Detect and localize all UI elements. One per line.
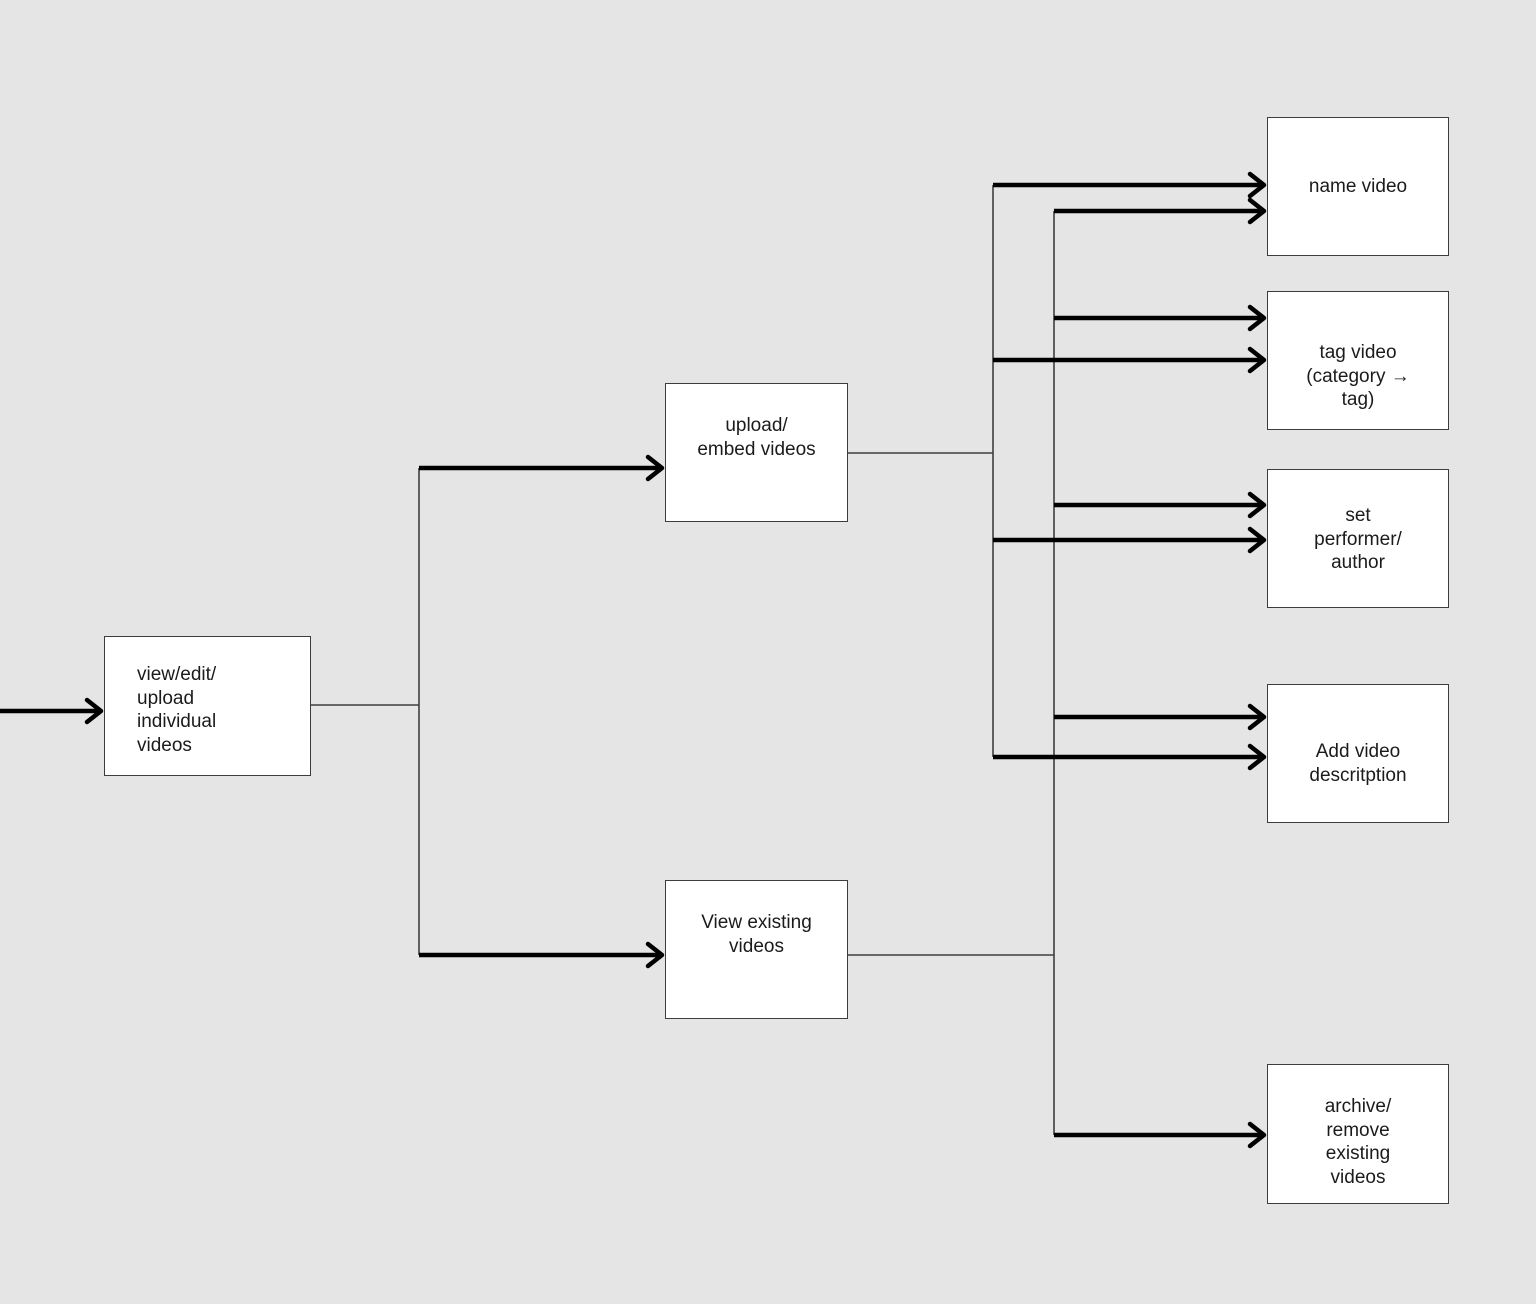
- node-label: View existing videos: [701, 912, 812, 957]
- node-label: view/edit/ upload individual videos: [137, 664, 217, 756]
- node-label: archive/ remove existing videos: [1324, 1096, 1392, 1188]
- node-label: name video: [1308, 175, 1408, 197]
- node-view-existing-videos[interactable]: View existing videos: [665, 880, 848, 1019]
- node-label: Add video descritption: [1309, 741, 1407, 786]
- node-name-video[interactable]: name video: [1267, 117, 1449, 256]
- node-label: tag video (category → tag): [1306, 342, 1410, 411]
- node-tag-video[interactable]: tag video (category → tag): [1267, 291, 1449, 430]
- node-view-edit-upload-individual-videos[interactable]: view/edit/ upload individual videos: [104, 636, 311, 776]
- node-label: upload/ embed videos: [697, 415, 816, 460]
- node-archive-remove-existing-videos[interactable]: archive/ remove existing videos: [1267, 1064, 1449, 1204]
- node-upload-embed-videos[interactable]: upload/ embed videos: [665, 383, 848, 522]
- node-set-performer-author[interactable]: set performer/ author: [1267, 469, 1449, 608]
- node-label: set performer/ author: [1314, 505, 1402, 574]
- node-add-video-description[interactable]: Add video descritption: [1267, 684, 1449, 823]
